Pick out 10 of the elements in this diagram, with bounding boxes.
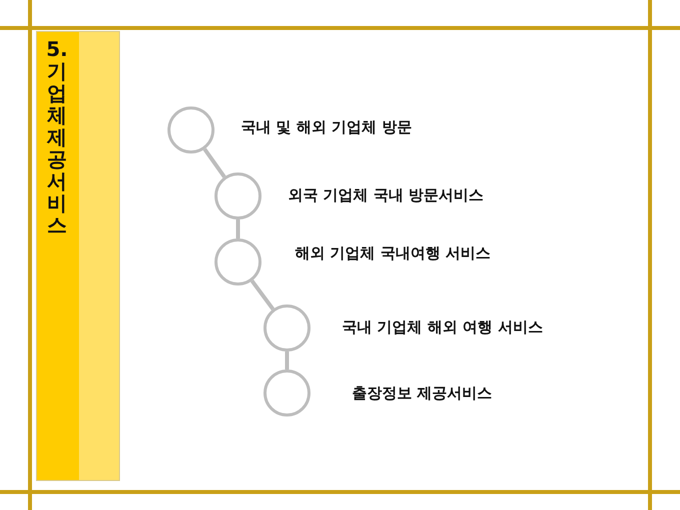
connector-line: [236, 220, 240, 238]
service-label: 국내 및 해외 기업체 방문: [241, 118, 412, 137]
service-label: 해외 기업체 국내여행 서비스: [295, 244, 491, 263]
service-label: 국내 기업체 해외 여행 서비스: [342, 318, 543, 337]
connector-line: [203, 148, 226, 178]
title: 5. 기업체 제공서비스: [45, 38, 69, 236]
service-label: 출장정보 제공서비스: [352, 384, 492, 403]
service-label: 외국 기업체 국내 방문서비스: [288, 186, 484, 205]
connector-line: [285, 352, 289, 370]
connector-line: [250, 280, 275, 310]
